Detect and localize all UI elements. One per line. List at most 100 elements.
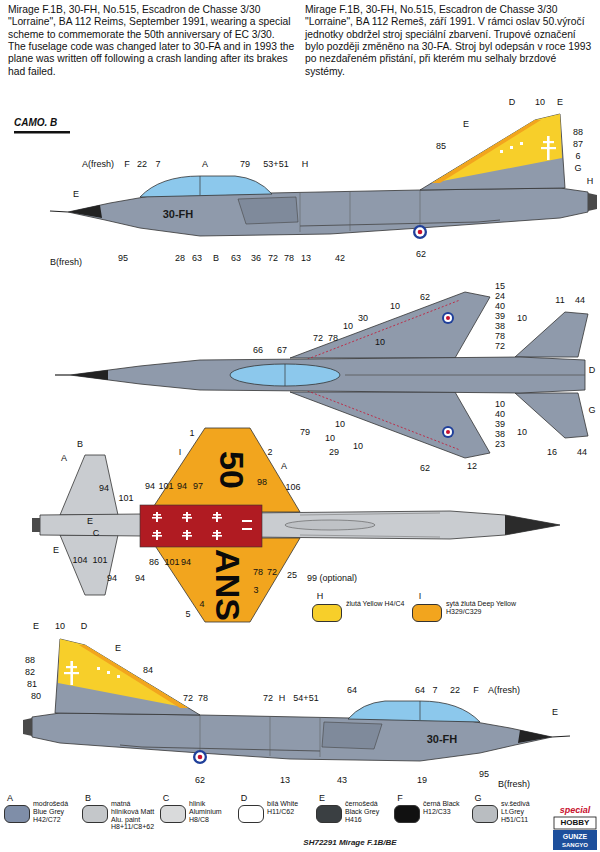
callout-number: 10 — [517, 428, 527, 437]
callout-number: 101 — [118, 494, 133, 503]
callout-number: G — [574, 164, 581, 173]
underside-view-aircraft — [32, 428, 560, 622]
underside-view-aircraft — [212, 517, 222, 519]
code-marking: 30-FH — [163, 209, 194, 220]
callout-number: 85 — [436, 142, 446, 151]
underside-view-aircraft — [242, 520, 252, 522]
callout-number: 82 — [25, 668, 35, 677]
callout-number: B — [85, 794, 91, 803]
color-swatch — [4, 805, 30, 823]
callout-number: 78 — [495, 332, 505, 341]
callout-number: 94 — [99, 484, 109, 493]
callout-number: 24 — [495, 292, 505, 301]
callout-number: 101 — [164, 558, 179, 567]
underside-view-aircraft — [153, 532, 161, 534]
callout-number: 72 — [268, 254, 278, 263]
callout-number: 10 — [335, 420, 345, 429]
callout-number: 87 — [573, 140, 583, 149]
callout-number: 13 — [280, 776, 290, 785]
callout-number: 39 — [495, 420, 505, 429]
callout-number: 78 — [253, 568, 263, 577]
underside-view-aircraft — [213, 532, 221, 534]
callout-number: 80 — [31, 692, 41, 701]
callout-number: A(fresh) — [82, 160, 114, 169]
callout-number: 44 — [577, 448, 587, 457]
callout-number: 44 — [575, 296, 585, 305]
callout-number: F — [124, 160, 130, 169]
logo-text: HOBBY — [561, 819, 590, 827]
callout-number: 78 — [284, 254, 294, 263]
callout-number: 30 — [358, 314, 368, 323]
callout-number: E — [115, 644, 121, 653]
callout-number: 63 — [192, 254, 202, 263]
scheme-label: CAMO. B — [14, 118, 57, 128]
legend-text: modrošedá Blue Grey H42/C72 — [33, 800, 80, 823]
logo-text: SANGYO — [562, 842, 588, 848]
callout-number: 67 — [277, 346, 287, 355]
callout-number: 22 — [450, 686, 460, 695]
top-view-aircraft — [444, 428, 452, 436]
callout-number: 98 — [257, 478, 267, 487]
callout-number: 62 — [420, 293, 430, 302]
color-swatch — [472, 805, 498, 823]
top-view-aircraft — [70, 370, 108, 380]
callout-number: 10 — [535, 98, 545, 107]
underside-view-aircraft — [152, 517, 162, 519]
callout-number: G — [588, 406, 595, 415]
callout-number: 99 (optional) — [307, 574, 357, 583]
callout-number: 10 — [390, 302, 400, 311]
callout-number: 94 — [177, 482, 187, 491]
callout-number: 40 — [495, 302, 505, 311]
top-view-aircraft — [515, 312, 588, 357]
callout-number: 95 — [479, 770, 489, 779]
color-swatch — [312, 604, 342, 622]
callout-number: D — [81, 622, 88, 631]
top-view-aircraft — [55, 292, 588, 458]
callout-number: 10 — [517, 314, 527, 323]
callout-number: B — [77, 440, 83, 449]
callout-number: 63 — [231, 254, 241, 263]
logo-box — [554, 817, 596, 829]
callout-number: E — [53, 546, 59, 555]
callout-number: E — [552, 708, 558, 717]
callout-number: 66 — [253, 346, 263, 355]
callout-number: 95 — [118, 254, 128, 263]
top-view-aircraft — [300, 300, 460, 362]
callout-number: D — [241, 794, 248, 803]
underside-view-aircraft — [60, 535, 118, 595]
callout-number: 13 — [301, 254, 311, 263]
color-swatch — [394, 805, 420, 823]
callout-number: 79 — [240, 160, 250, 169]
callout-number: 22 — [137, 160, 147, 169]
callout-number: 38 — [495, 322, 505, 331]
callout-number: C — [163, 794, 170, 803]
callout-number: 39 — [495, 312, 505, 321]
callout-number: 25 — [287, 571, 297, 580]
top-view-aircraft — [446, 430, 450, 434]
top-view-aircraft — [442, 426, 454, 438]
callout-number: B(fresh) — [498, 780, 530, 789]
underside-view-aircraft — [212, 535, 222, 537]
callout-number: 10 — [495, 400, 505, 409]
callout-number: 5 — [185, 610, 190, 619]
underside-view-aircraft — [150, 538, 300, 622]
underside-view-aircraft — [152, 535, 162, 537]
anniversary-marking: ANS — [211, 549, 245, 621]
callout-number: H — [302, 160, 309, 169]
sheet-caption: SH72291 Mirage F.1B/BE — [303, 839, 396, 847]
callout-number: G — [474, 794, 481, 803]
callout-number: 62 — [195, 776, 205, 785]
top-view-aircraft — [300, 388, 460, 450]
callout-number: 16 — [547, 448, 557, 457]
callout-number: 72 — [313, 334, 323, 343]
callout-number: 2 — [267, 448, 272, 457]
callout-number: 1 — [189, 429, 194, 438]
note-text: Mirage F.1B, 30-FH, No.515, Escadron de … — [305, 4, 595, 78]
legend-text: matná hliníková Matt Alu. paint H8+11/C8… — [111, 800, 158, 831]
note-text: Mirage F.1B, 30-FH, No.515, Escadron de … — [8, 4, 295, 78]
underside-view-aircraft — [505, 515, 560, 535]
callout-number: 40 — [495, 410, 505, 419]
underside-view-aircraft — [60, 455, 118, 515]
color-swatch — [412, 604, 442, 622]
callout-number: C — [93, 529, 100, 538]
